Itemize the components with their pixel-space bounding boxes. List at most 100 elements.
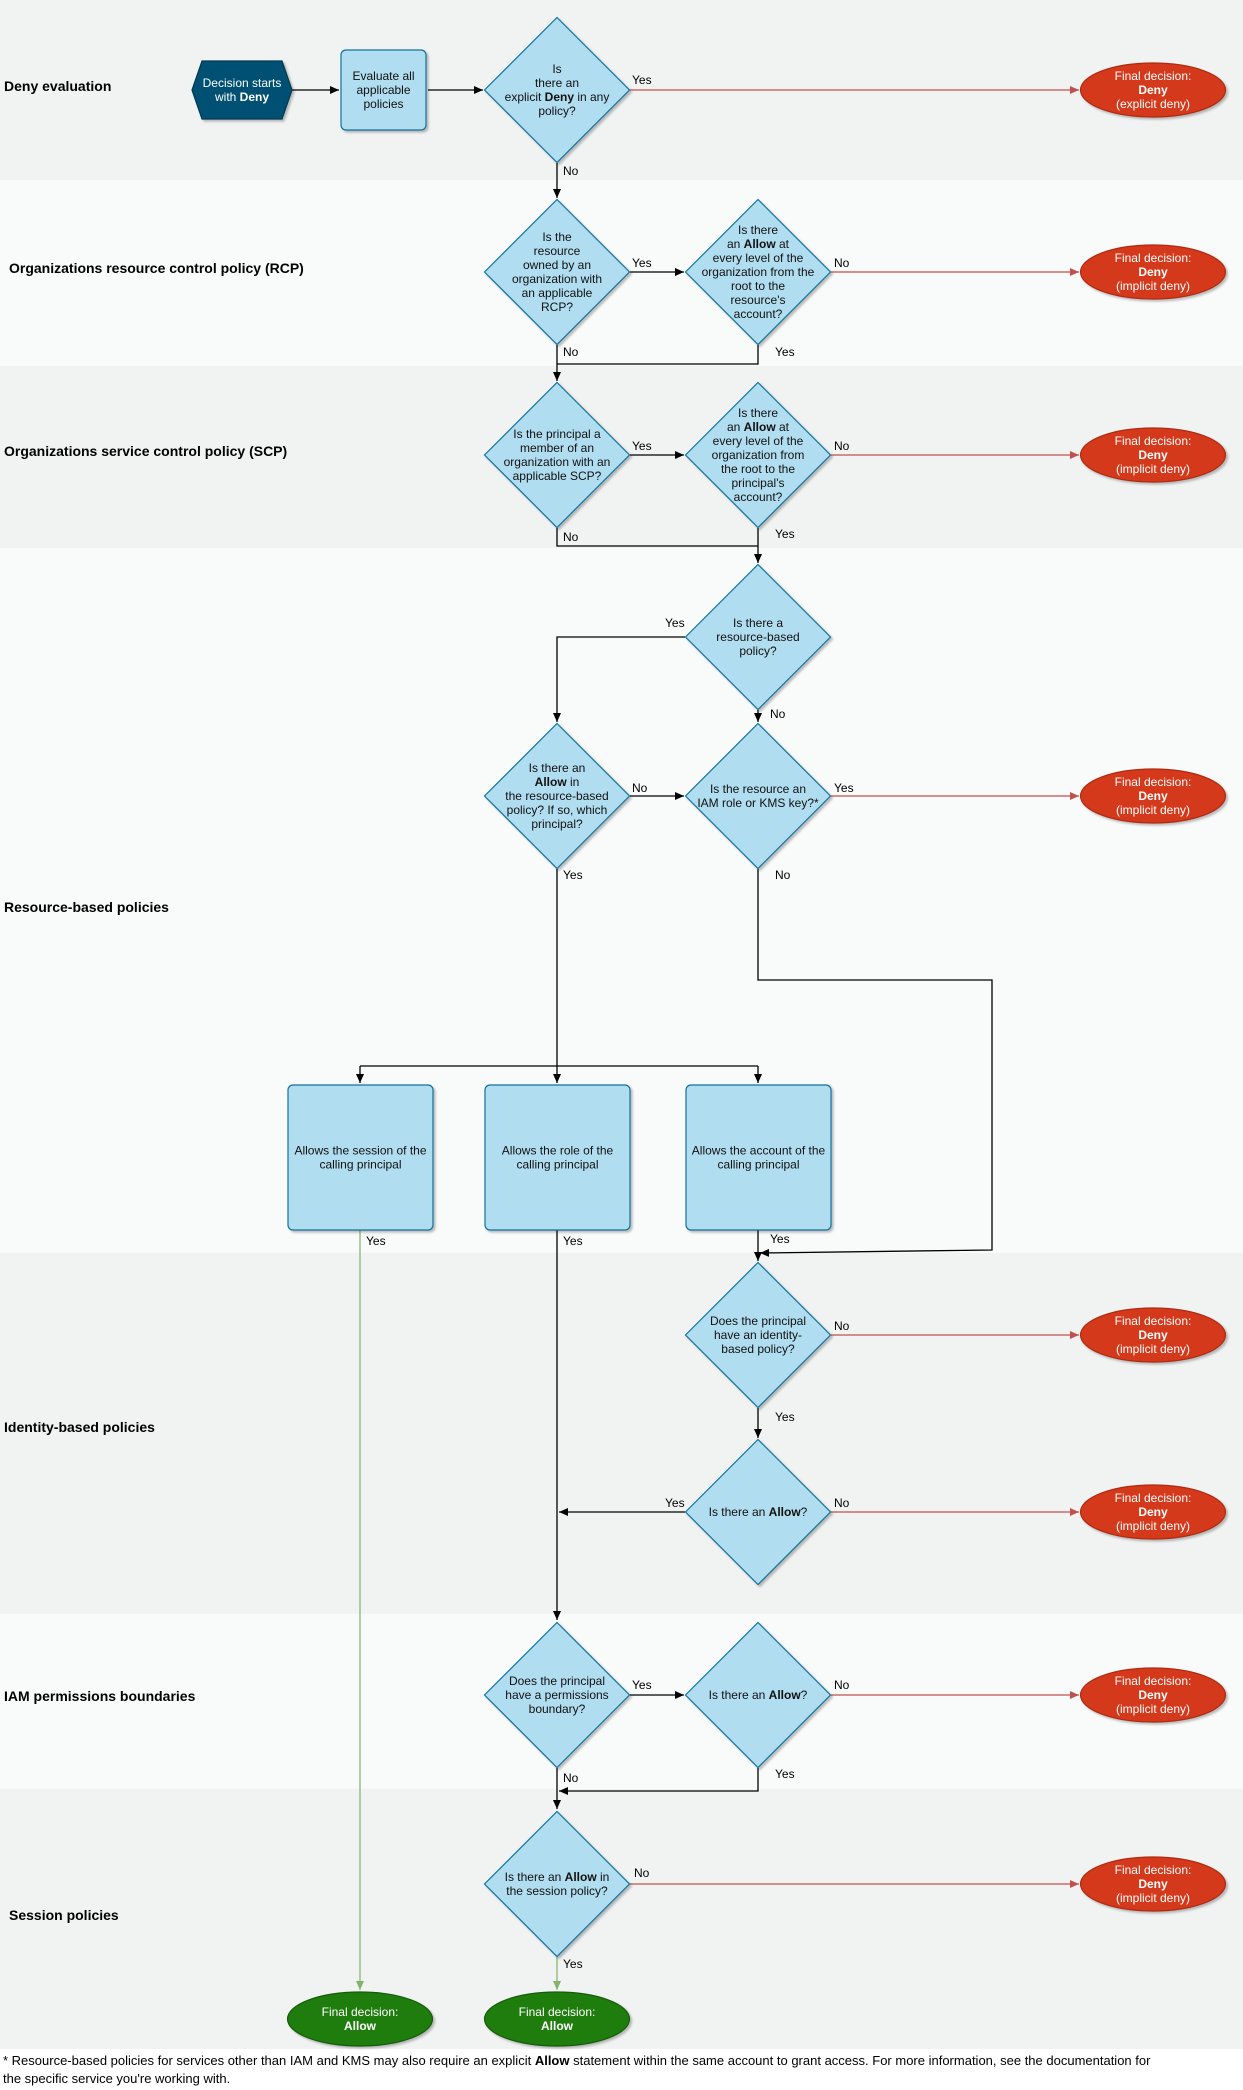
lane-title: Session policies	[9, 1907, 119, 1923]
node-text-run: Is there	[738, 406, 778, 420]
node-text-run: at	[776, 237, 790, 251]
final-deny-rbp: Final decision:Deny(implicit deny)	[1079, 768, 1227, 824]
svg-text:Is there an Allow?: Is there an Allow?	[709, 1688, 808, 1702]
node-text-run: Is the principal a	[513, 427, 601, 441]
node-text-run: organization from the	[702, 265, 815, 279]
final-text-run: Deny	[1138, 83, 1168, 97]
final-text-run: Final decision:	[1115, 1863, 1192, 1877]
final-text-run: Final decision:	[1115, 1314, 1192, 1328]
decision-q-pb-allow: Is there an Allow?	[684, 1621, 832, 1769]
node-text-run: Is there an	[709, 1505, 769, 1519]
final-text-run: Final decision:	[519, 2005, 596, 2019]
edge-label-yes: Yes	[775, 1767, 795, 1781]
node-text-run: Is there an	[505, 1870, 565, 1884]
node-text-run: principal?	[531, 817, 583, 831]
node-text-run: an	[727, 237, 744, 251]
final-text-run: (implicit deny)	[1116, 803, 1190, 817]
node-text-run: applicable SCP?	[513, 469, 602, 483]
node-text-run: policy?	[739, 644, 777, 658]
node-text-run: organization with	[512, 272, 602, 286]
final-text-run: (implicit deny)	[1116, 1342, 1190, 1356]
node-text-run: Allow	[744, 237, 777, 251]
node-text-run: based policy?	[721, 1342, 795, 1356]
node-text-run: in	[567, 775, 580, 789]
lane-title: IAM permissions boundaries	[4, 1688, 196, 1704]
node-text-run: Allow	[565, 1870, 598, 1884]
edge-label-yes: Yes	[775, 1410, 795, 1424]
node-text-run: Is there a	[733, 616, 783, 630]
footnote-line-1: * Resource-based policies for services o…	[3, 2053, 1151, 2068]
final-text-run: Final decision:	[1115, 251, 1192, 265]
edge-rbp-yes	[553, 636, 685, 722]
final-text-run: Deny	[1138, 265, 1168, 279]
node-text-run: Allows the session of the	[294, 1144, 426, 1158]
final-deny-ibp: Final decision:Deny(implicit deny)	[1079, 1307, 1227, 1363]
node-text-run: calling principal	[319, 1158, 401, 1172]
node-text-run: Is there an	[529, 761, 586, 775]
svg-text:Final decision:Deny(implicit d: Final decision:Deny(implicit deny)	[1115, 251, 1192, 293]
final-text-run: Deny	[1138, 448, 1168, 462]
edge-label-no: No	[834, 439, 850, 453]
final-allow-session: Final decision:Allow	[286, 1991, 434, 2047]
node-text-run: Allow	[535, 775, 568, 789]
edge-label-yes: Yes	[665, 1496, 685, 1510]
final-deny-pb: Final decision:Deny(implicit deny)	[1079, 1667, 1227, 1723]
edge-label-yes: Yes	[563, 868, 583, 882]
edge-label-yes: Yes	[563, 1957, 583, 1971]
edge-label-no: No	[563, 345, 579, 359]
node-text-run: Allow	[769, 1688, 802, 1702]
lane-title: Identity-based policies	[4, 1419, 155, 1435]
edge-label-no: No	[632, 781, 648, 795]
edge-pb-allow-yes	[559, 1768, 759, 1795]
node-text-run: Is there an	[709, 1688, 769, 1702]
edge-label-no: No	[634, 1866, 650, 1880]
node-text-run: ?	[801, 1505, 808, 1519]
edge-iam-kms-no	[757, 869, 993, 1257]
node-text-run: policy? If so, which	[507, 803, 608, 817]
node-text-run: boundary?	[529, 1702, 586, 1716]
start-text-run: Deny	[240, 90, 270, 104]
final-deny-ibp-allow: Final decision:Deny(implicit deny)	[1079, 1484, 1227, 1540]
node-text-run: ?	[801, 1688, 808, 1702]
final-text-run: Deny	[1138, 1877, 1168, 1891]
footnote-line-2: the specific service you're working with…	[3, 2071, 230, 2086]
svg-text:Final decision:Deny(implicit d: Final decision:Deny(implicit deny)	[1115, 775, 1192, 817]
node-text-run: at	[776, 420, 790, 434]
svg-text:Final decision:Deny(implicit d: Final decision:Deny(implicit deny)	[1115, 1314, 1192, 1356]
node-text-run: have an identity-	[714, 1328, 802, 1342]
edge-scp-no	[556, 528, 758, 547]
final-allow-role: Final decision:Allow	[483, 1991, 631, 2047]
final-text-run: Deny	[1138, 1688, 1168, 1702]
final-text-run: (explicit deny)	[1116, 97, 1190, 111]
node-text-run: Allow	[769, 1505, 802, 1519]
node-text-run: principal's	[732, 476, 785, 490]
node-text-run: Evaluate all	[352, 69, 414, 83]
node-text-run: Is the resource an	[710, 782, 806, 796]
node-text-run: explicit	[505, 90, 545, 104]
node-text-run: organization with an	[504, 455, 611, 469]
lane-title: Deny evaluation	[4, 78, 111, 94]
node-text-run: calling principal	[516, 1158, 598, 1172]
edge-label-no: No	[563, 164, 579, 178]
final-explicit-deny: Final decision:Deny(explicit deny)	[1079, 62, 1227, 118]
final-text-run: Final decision:	[1115, 775, 1192, 789]
node-text-run: resource	[534, 244, 581, 258]
edge-label-yes: Yes	[665, 616, 685, 630]
svg-text:Final decision:Deny(implicit d: Final decision:Deny(implicit deny)	[1115, 1491, 1192, 1533]
edge-label-yes: Yes	[632, 73, 652, 87]
